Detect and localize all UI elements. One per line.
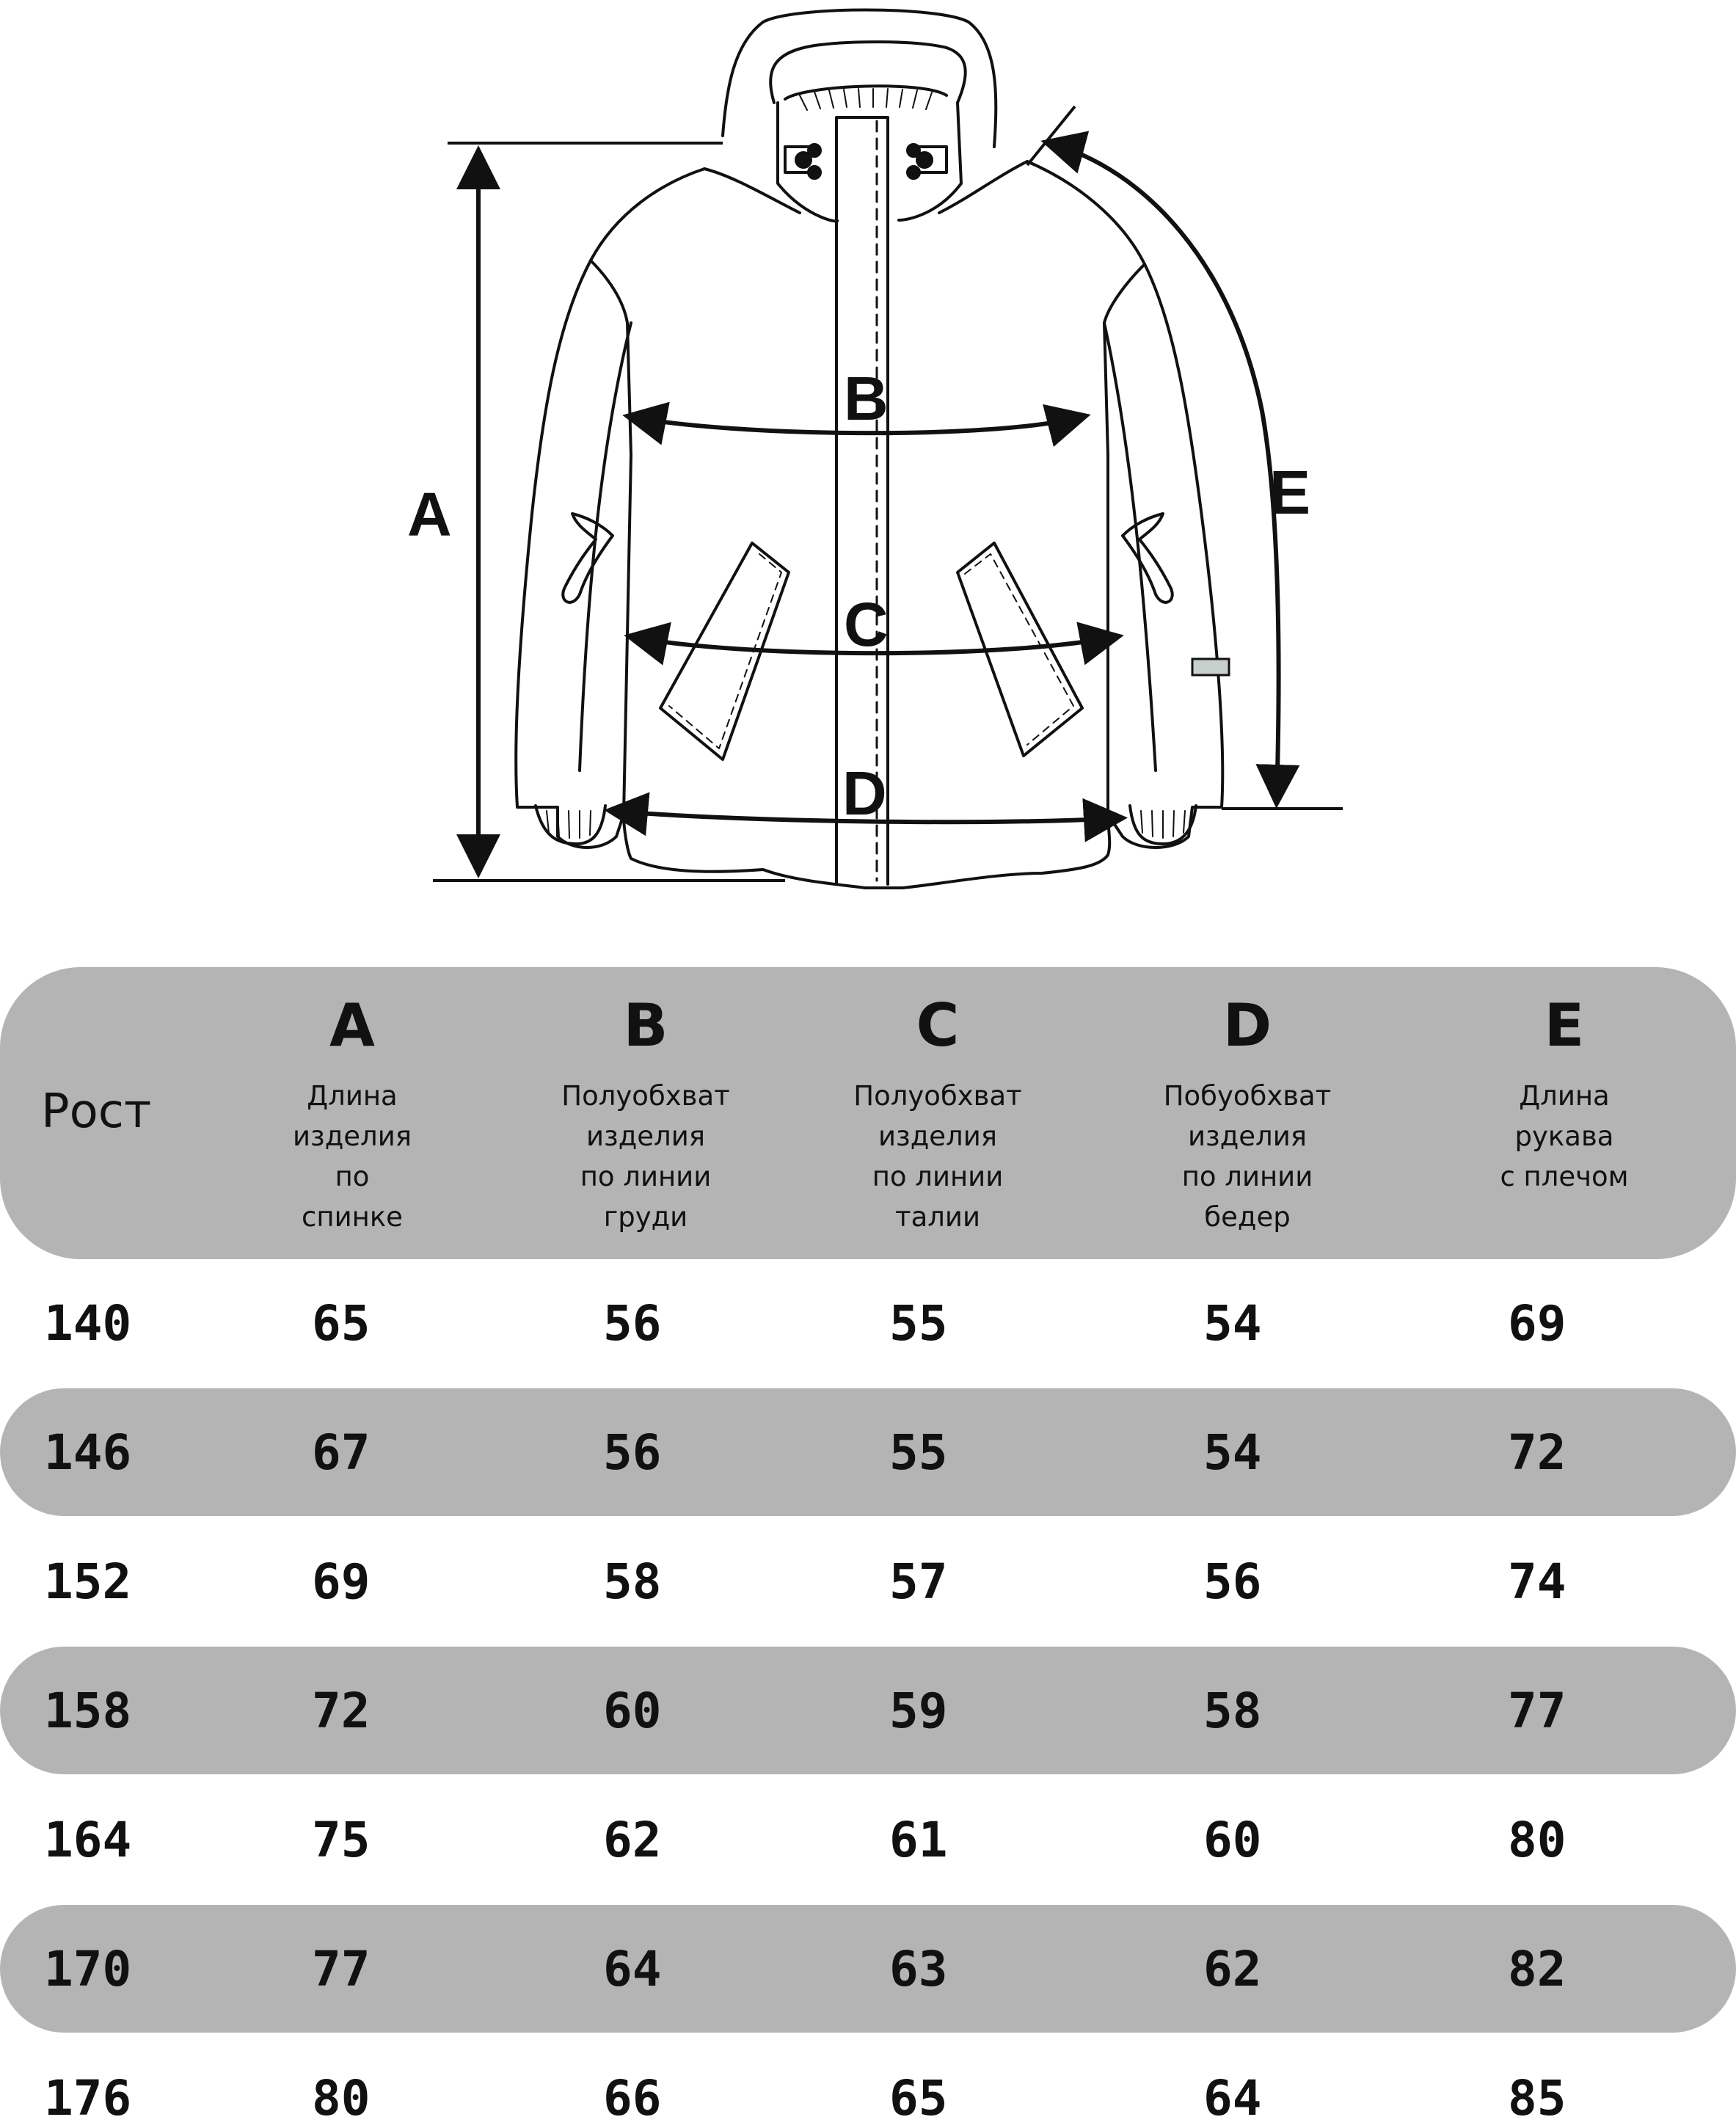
label-a: A bbox=[407, 480, 452, 549]
cell-height: 170 bbox=[44, 1941, 132, 1997]
jacket-measurement-diagram: A B C D E bbox=[407, 8, 1343, 889]
label-d: D bbox=[842, 759, 887, 828]
hood-ribbing bbox=[784, 84, 948, 101]
size-table: Рост A Длина изделия по спинке B Полуобх… bbox=[0, 967, 1736, 2127]
column-header-e: E Длина рукава с плечом bbox=[1500, 991, 1629, 1192]
cell-b: 64 bbox=[603, 1941, 662, 1997]
left-yoke-seam bbox=[589, 167, 801, 816]
right-cuff bbox=[1128, 804, 1197, 845]
label-b: B bbox=[844, 364, 889, 433]
cell-a: 72 bbox=[312, 1683, 371, 1739]
cell-e: 72 bbox=[1508, 1424, 1567, 1481]
cell-d: 60 bbox=[1203, 1812, 1262, 1868]
measure-e-top-guide bbox=[1026, 105, 1076, 167]
cell-e: 85 bbox=[1508, 2070, 1567, 2127]
cell-b: 56 bbox=[603, 1295, 662, 1352]
cell-d: 64 bbox=[1203, 2070, 1262, 2127]
label-e: E bbox=[1269, 458, 1310, 527]
cell-d: 58 bbox=[1203, 1683, 1262, 1739]
cell-height: 152 bbox=[44, 1553, 132, 1610]
cell-a: 67 bbox=[312, 1424, 371, 1481]
sleeve-tab bbox=[1191, 657, 1230, 677]
cell-e: 77 bbox=[1508, 1683, 1567, 1739]
cell-c: 63 bbox=[889, 1941, 948, 1997]
table-row-band bbox=[0, 1388, 1736, 1516]
column-header-a: A Длина изделия по спинке bbox=[292, 991, 412, 1233]
cell-e: 74 bbox=[1508, 1553, 1567, 1610]
column-header-b: B Полуобхват изделия по линии груди bbox=[561, 991, 730, 1233]
cell-b: 62 bbox=[603, 1812, 662, 1868]
measure-e-arrow bbox=[1040, 131, 1300, 809]
cell-height: 158 bbox=[44, 1683, 132, 1739]
cell-c: 59 bbox=[889, 1683, 948, 1739]
measure-d-arrow bbox=[604, 792, 1128, 842]
cell-c: 57 bbox=[889, 1553, 948, 1610]
left-hem-toggle bbox=[561, 512, 614, 604]
left-cuff bbox=[534, 804, 607, 845]
cell-d: 54 bbox=[1203, 1424, 1262, 1481]
label-c: C bbox=[844, 590, 889, 659]
right-drawcord bbox=[906, 143, 948, 180]
cell-c: 65 bbox=[889, 2070, 948, 2127]
cell-a: 75 bbox=[312, 1812, 371, 1868]
cell-b: 60 bbox=[603, 1683, 662, 1739]
cell-a: 69 bbox=[312, 1553, 371, 1610]
cell-c: 61 bbox=[889, 1812, 948, 1868]
cell-b: 58 bbox=[603, 1553, 662, 1610]
cell-a: 80 bbox=[312, 2070, 371, 2127]
cell-e: 80 bbox=[1508, 1812, 1567, 1868]
cell-a: 77 bbox=[312, 1941, 371, 1997]
cell-e: 82 bbox=[1508, 1941, 1567, 1997]
table-row-band bbox=[0, 1905, 1736, 2033]
table-header: Рост A Длина изделия по спинке B Полуобх… bbox=[0, 967, 1736, 1259]
measure-b-arrow bbox=[622, 401, 1091, 447]
cell-e: 69 bbox=[1508, 1295, 1567, 1352]
cell-d: 62 bbox=[1203, 1941, 1262, 1997]
right-hem-toggle bbox=[1121, 512, 1174, 604]
cell-height: 176 bbox=[44, 2070, 132, 2127]
cell-d: 56 bbox=[1203, 1553, 1262, 1610]
table-row-band bbox=[0, 1647, 1736, 1774]
cell-height: 146 bbox=[44, 1424, 132, 1481]
column-header-d: D Побуобхват изделия по линии бедер bbox=[1163, 991, 1332, 1233]
right-yoke-seam bbox=[938, 160, 1146, 816]
cell-c: 55 bbox=[889, 1295, 948, 1352]
cell-height: 164 bbox=[44, 1812, 132, 1868]
cuff-rib-lines bbox=[546, 810, 1186, 839]
zipper-placket bbox=[835, 116, 889, 886]
cell-d: 54 bbox=[1203, 1295, 1262, 1352]
cell-c: 55 bbox=[889, 1424, 948, 1481]
hood-rib-lines bbox=[799, 88, 933, 111]
column-header-c: C Полуобхват изделия по линии талии bbox=[853, 991, 1022, 1233]
height-column-header: Рост bbox=[41, 1085, 152, 1139]
cell-height: 140 bbox=[44, 1295, 132, 1352]
hood-outline bbox=[721, 8, 998, 148]
hood-opening bbox=[769, 40, 967, 104]
cell-b: 66 bbox=[603, 2070, 662, 2127]
cell-a: 65 bbox=[312, 1295, 371, 1352]
left-drawcord bbox=[784, 143, 822, 180]
cell-b: 56 bbox=[603, 1424, 662, 1481]
